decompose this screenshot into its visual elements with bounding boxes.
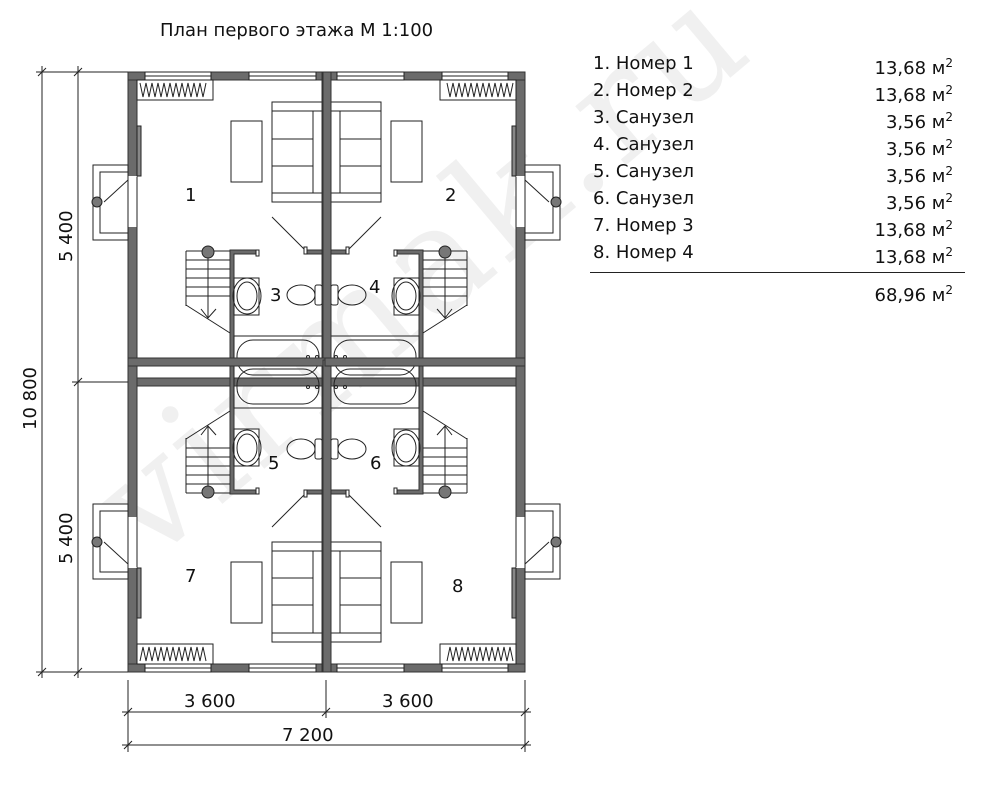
unit-power: 2 [945, 137, 953, 151]
room-area: 13,68 [874, 247, 927, 268]
dim-right-width: 3 600 [382, 691, 434, 712]
room-area: 3,56 [885, 193, 927, 214]
room-number-8: 8 [452, 576, 463, 597]
room-area: 13,68 [874, 220, 927, 241]
room-row: 1. Номер 1 13,68 м2 [593, 50, 965, 79]
unit: м [931, 85, 946, 106]
room-label: 7. Номер 3 [593, 215, 694, 236]
dim-total-width: 7 200 [282, 725, 334, 746]
room-area: 13,68 [874, 58, 927, 79]
unit-power: 2 [945, 110, 953, 124]
room-area: 3,56 [885, 112, 927, 133]
unit: м [931, 285, 946, 306]
room-row: 3. Санузел 3,56 м2 [593, 104, 965, 133]
unit: м [931, 220, 946, 241]
unit-power: 2 [945, 218, 953, 232]
unit-power: 2 [945, 164, 953, 178]
room-row: 2. Номер 2 13,68 м2 [593, 77, 965, 106]
total-area-value: 68,96 [874, 285, 927, 306]
unit-power: 2 [945, 245, 953, 259]
room-area: 13,68 [874, 85, 927, 106]
room-number-4: 4 [369, 277, 380, 298]
room-number-3: 3 [270, 285, 281, 306]
quadrant-room-8 [322, 357, 562, 673]
unit: м [931, 193, 946, 214]
dimension-lines [36, 66, 531, 752]
quadrant-room-2 [322, 71, 562, 387]
room-row: 8. Номер 4 13,68 м2 [593, 239, 965, 268]
room-area: 3,56 [885, 139, 927, 160]
room-number-7: 7 [185, 566, 196, 587]
room-number-2: 2 [445, 185, 456, 206]
dim-lower-height: 5 400 [56, 512, 77, 564]
unit-power: 2 [945, 83, 953, 97]
total-divider [590, 272, 965, 273]
room-label: 3. Санузел [593, 107, 695, 128]
dim-total-height: 10 800 [20, 367, 41, 430]
unit-power: 2 [945, 56, 953, 70]
room-row: 7. Номер 3 13,68 м2 [593, 212, 965, 241]
room-number-5: 5 [268, 453, 279, 474]
room-row: 5. Санузел 3,56 м2 [593, 158, 965, 187]
room-row: 6. Санузел 3,56 м2 [593, 185, 965, 214]
room-label: 4. Санузел [593, 134, 695, 155]
room-row: 4. Санузел 3,56 м2 [593, 131, 965, 160]
dim-left-width: 3 600 [184, 691, 236, 712]
plan-title: План первого этажа М 1:100 [160, 20, 434, 41]
room-label: 6. Санузел [593, 188, 695, 209]
quadrant-room-1 [91, 71, 331, 387]
room-area: 3,56 [885, 166, 927, 187]
dim-upper-height: 5 400 [56, 210, 77, 262]
room-label: 1. Номер 1 [593, 53, 694, 74]
unit: м [931, 58, 946, 79]
room-number-1: 1 [185, 185, 196, 206]
unit: м [931, 247, 946, 268]
room-number-6: 6 [370, 453, 381, 474]
unit: м [931, 139, 946, 160]
unit-power: 2 [945, 191, 953, 205]
total-area: 68,96 м2 [593, 277, 965, 306]
room-label: 5. Санузел [593, 161, 695, 182]
unit: м [931, 166, 946, 187]
room-label: 8. Номер 4 [593, 242, 694, 263]
room-label: 2. Номер 2 [593, 80, 694, 101]
unit-power: 2 [945, 283, 953, 297]
quadrant-room-7 [91, 357, 331, 673]
unit: м [931, 112, 946, 133]
